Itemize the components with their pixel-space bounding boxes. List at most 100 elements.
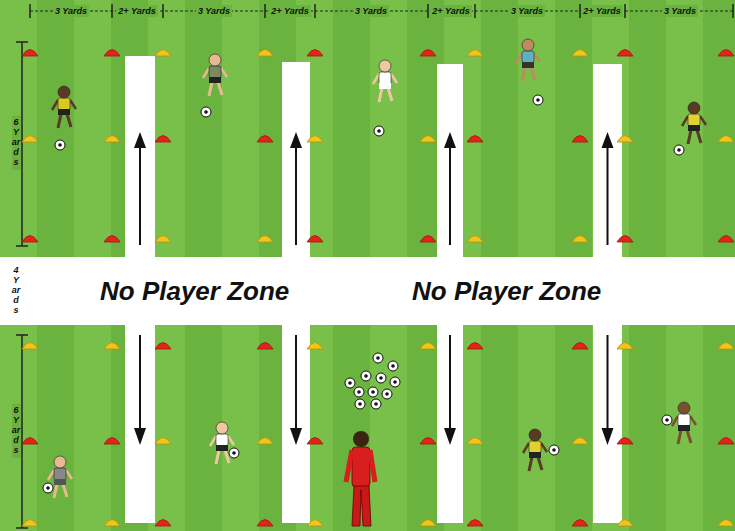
ball bbox=[674, 145, 684, 155]
ball-patch bbox=[348, 381, 352, 385]
coach-trousers bbox=[352, 486, 371, 526]
dimension-tick bbox=[427, 4, 429, 18]
ball-patch bbox=[371, 390, 375, 394]
lane-strip bbox=[437, 315, 463, 523]
player-shirt bbox=[678, 414, 690, 426]
cone bbox=[22, 50, 38, 57]
cone bbox=[420, 438, 436, 445]
ball-patch bbox=[552, 448, 556, 452]
player-legs bbox=[54, 484, 67, 498]
player-shirt bbox=[209, 66, 221, 78]
dimension-label: 3 Yards bbox=[196, 5, 232, 17]
player-shorts bbox=[58, 109, 70, 115]
cone bbox=[22, 136, 38, 143]
cone bbox=[572, 136, 588, 143]
dimension-tick bbox=[16, 527, 28, 529]
player-shirt bbox=[216, 434, 228, 446]
player-shirt bbox=[522, 51, 534, 63]
cone bbox=[572, 438, 588, 445]
arrow-head bbox=[602, 132, 614, 148]
player-head bbox=[379, 60, 391, 72]
dimension-label: 3 Yards bbox=[509, 5, 545, 17]
cone bbox=[155, 236, 171, 243]
cone bbox=[617, 343, 633, 350]
cone bbox=[257, 343, 273, 350]
dimension-label: 3 Yards bbox=[53, 5, 89, 17]
cone bbox=[307, 136, 323, 143]
cone bbox=[22, 438, 38, 445]
arrow-head bbox=[444, 132, 456, 148]
dimension-label: 2+ Yards bbox=[269, 5, 310, 17]
ball bbox=[354, 387, 364, 397]
ball-patch bbox=[391, 364, 395, 368]
ball-patch bbox=[677, 148, 681, 152]
dimension-label: 2+ Yards bbox=[430, 5, 471, 17]
arrow-head bbox=[290, 428, 302, 445]
player bbox=[662, 402, 696, 444]
player-shorts bbox=[678, 425, 690, 431]
arrow-head bbox=[134, 132, 146, 148]
dimension-label: 2+ Yards bbox=[116, 5, 157, 17]
direction-arrow bbox=[449, 335, 451, 430]
cone bbox=[307, 236, 323, 243]
ball bbox=[376, 373, 386, 383]
player-shorts bbox=[522, 62, 534, 68]
no-player-zone-band: No Player ZoneNo Player Zone bbox=[0, 257, 735, 325]
cone bbox=[307, 50, 323, 57]
cone bbox=[572, 520, 588, 527]
player-legs bbox=[678, 430, 691, 444]
ball bbox=[55, 140, 65, 150]
zone-label: No Player Zone bbox=[412, 276, 601, 307]
player bbox=[43, 456, 72, 498]
dimension-tick bbox=[314, 4, 316, 18]
lane-strip bbox=[125, 315, 155, 523]
player bbox=[201, 54, 227, 117]
ball-patch bbox=[377, 129, 381, 133]
dimension-line bbox=[21, 42, 23, 246]
player-head bbox=[529, 429, 541, 441]
player bbox=[373, 60, 397, 136]
direction-arrow bbox=[139, 335, 141, 430]
cone bbox=[467, 343, 483, 350]
player-legs bbox=[688, 130, 701, 144]
player-legs bbox=[529, 457, 542, 471]
player-head bbox=[58, 86, 70, 98]
player-shirt bbox=[58, 98, 70, 110]
ball-patch bbox=[393, 380, 397, 384]
ball bbox=[368, 387, 378, 397]
ball bbox=[43, 483, 53, 493]
dimension-tick bbox=[162, 4, 164, 18]
cone bbox=[572, 50, 588, 57]
direction-arrow bbox=[607, 335, 609, 430]
dimension-tick bbox=[624, 4, 626, 18]
ball-patch bbox=[385, 392, 389, 396]
cone bbox=[617, 236, 633, 243]
cone bbox=[104, 343, 120, 350]
player bbox=[674, 102, 706, 155]
ball-patch bbox=[58, 143, 62, 147]
player-legs bbox=[522, 67, 535, 81]
arrow-head bbox=[602, 428, 614, 445]
player bbox=[52, 86, 76, 150]
dimension-tick bbox=[111, 4, 113, 18]
ball-patch bbox=[364, 374, 368, 378]
arrow-head bbox=[134, 428, 146, 445]
cone bbox=[257, 236, 273, 243]
cone bbox=[617, 50, 633, 57]
dimension-tick bbox=[264, 4, 266, 18]
cone bbox=[420, 50, 436, 57]
cone bbox=[467, 236, 483, 243]
cone bbox=[104, 136, 120, 143]
player-head bbox=[678, 402, 690, 414]
ball bbox=[388, 361, 398, 371]
cone bbox=[467, 438, 483, 445]
direction-arrow bbox=[607, 145, 609, 245]
ball bbox=[229, 448, 239, 458]
ball bbox=[390, 377, 400, 387]
cone bbox=[22, 343, 38, 350]
ball bbox=[355, 399, 365, 409]
coach-jacket bbox=[352, 447, 370, 487]
dimension-line bbox=[21, 335, 23, 528]
player-shorts bbox=[54, 479, 66, 485]
cone bbox=[420, 343, 436, 350]
